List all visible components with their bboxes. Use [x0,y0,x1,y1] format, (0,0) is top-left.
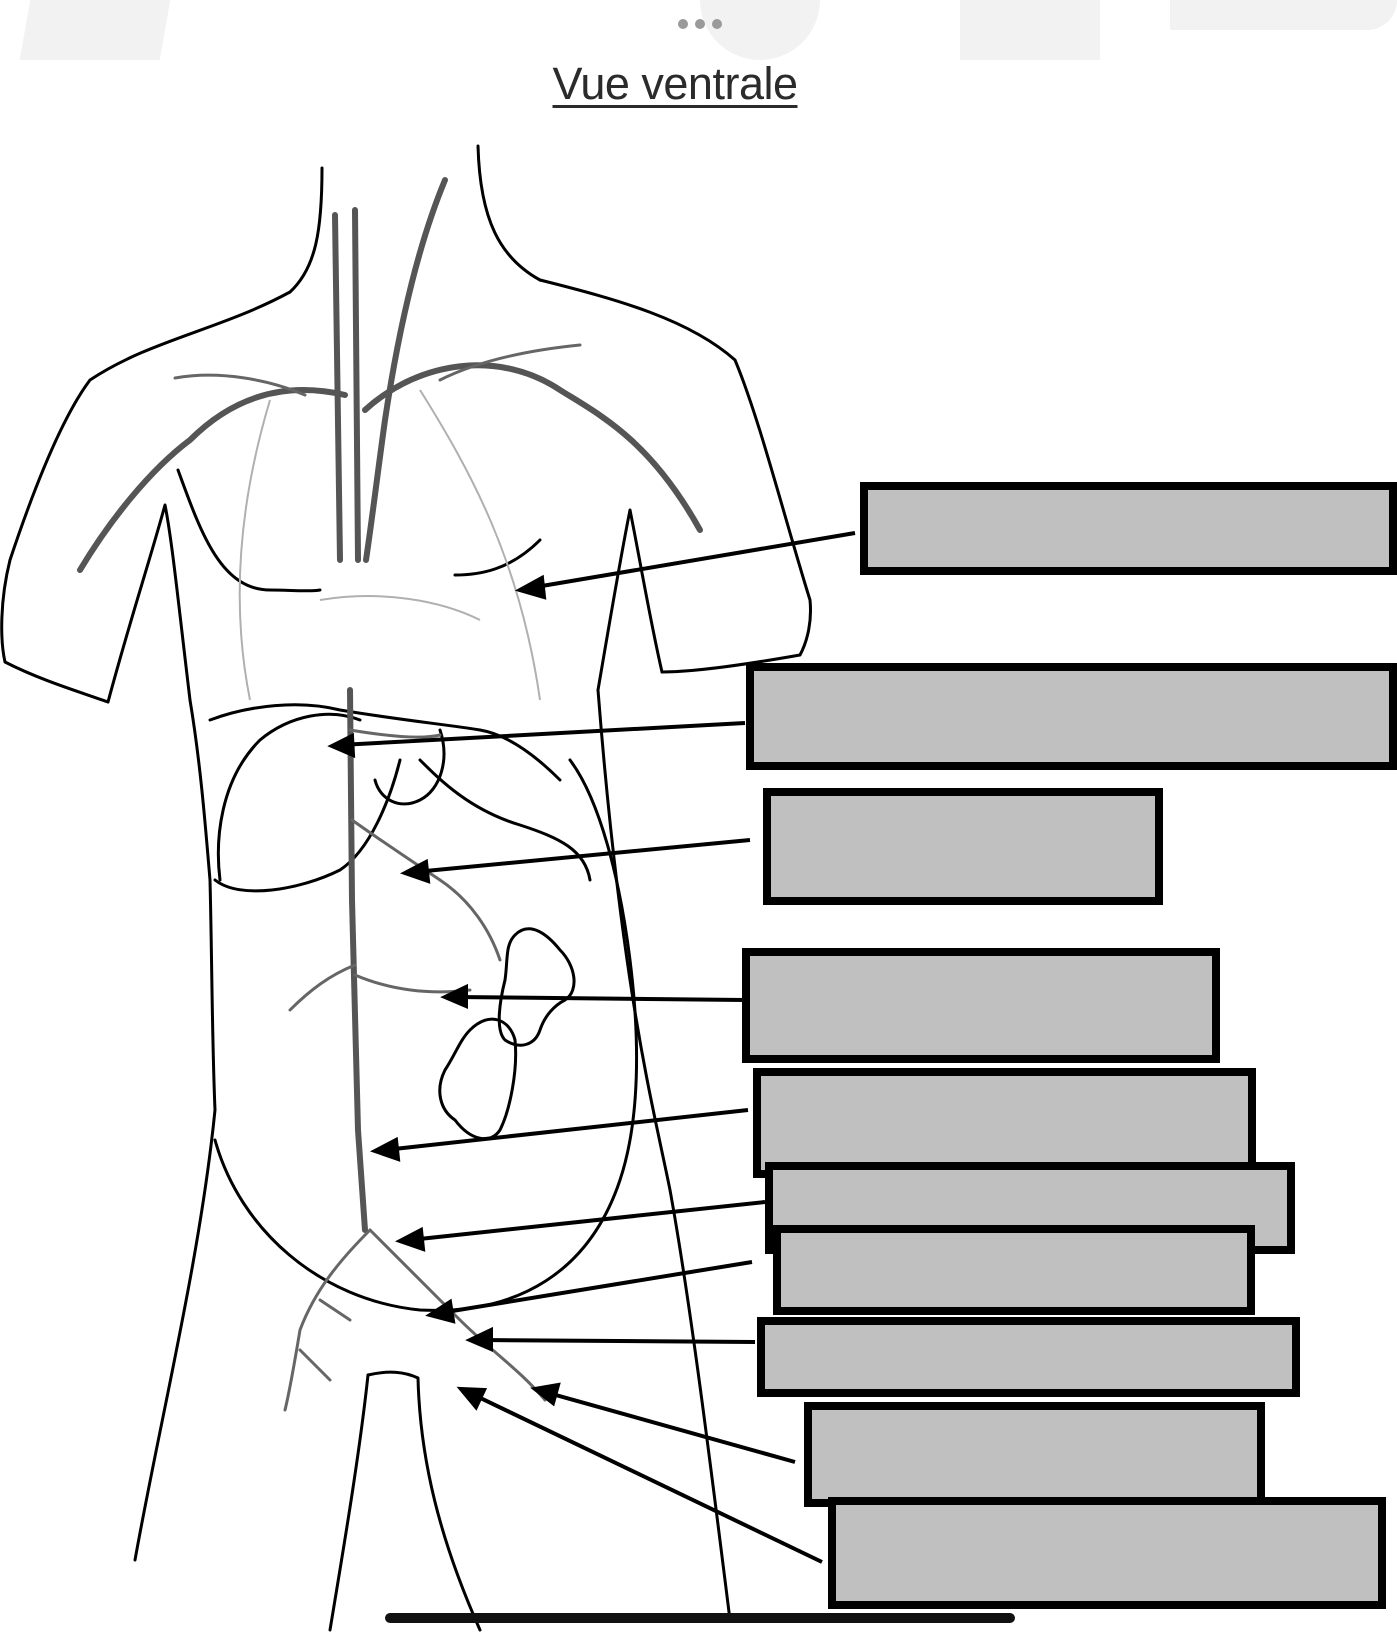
label-text-10 [836,1505,1378,1517]
vessels [77,177,703,1233]
arrow-4 [454,995,746,1002]
label-box-10[interactable] [828,1497,1386,1609]
label-box-8[interactable] [757,1317,1300,1397]
label-box-2[interactable] [746,663,1397,770]
arrowhead-2 [327,732,356,759]
arrowhead-8 [465,1326,493,1353]
arrow-10 [469,1391,823,1564]
arrowhead-7 [425,1298,456,1324]
label-box-9[interactable] [804,1402,1265,1507]
branch-vessels [173,343,582,1412]
arrow-3 [414,838,751,874]
label-text-4 [750,956,1212,968]
label-text-6 [773,1170,1287,1182]
body-outline [0,144,812,1632]
label-box-4[interactable] [742,948,1220,1063]
more-options-icon[interactable] [678,18,722,30]
arrow-1 [529,531,856,590]
arrowhead-6 [394,1226,426,1252]
label-box-1[interactable] [860,482,1397,575]
label-text-5 [761,1076,1248,1088]
arrow-9 [544,1390,796,1464]
label-text-2 [754,671,1389,683]
arrow-8 [479,1338,756,1344]
arrowhead-9 [530,1382,561,1407]
arrowhead-1 [514,574,547,600]
faint-organ-outlines [238,389,541,701]
arrow-5 [384,1108,749,1152]
arrowhead-3 [399,858,431,884]
home-indicator[interactable] [385,1613,1015,1623]
arrow-2 [339,721,746,747]
arrowhead-10 [456,1386,488,1411]
arrow-6 [409,1200,766,1242]
background-watermark [0,0,1397,62]
label-text-9 [812,1410,1257,1422]
label-text-8 [765,1325,1292,1337]
diagram-title: Vue ventrale [552,58,799,109]
label-text-1 [868,490,1389,502]
arrow-7 [439,1260,753,1315]
label-text-3 [771,796,1155,808]
label-text-7 [781,1233,1247,1245]
arrowhead-4 [440,983,468,1010]
leader-arrows [327,531,856,1564]
label-box-3[interactable] [763,788,1163,905]
arrowhead-5 [369,1136,401,1162]
label-box-7[interactable] [773,1225,1255,1315]
